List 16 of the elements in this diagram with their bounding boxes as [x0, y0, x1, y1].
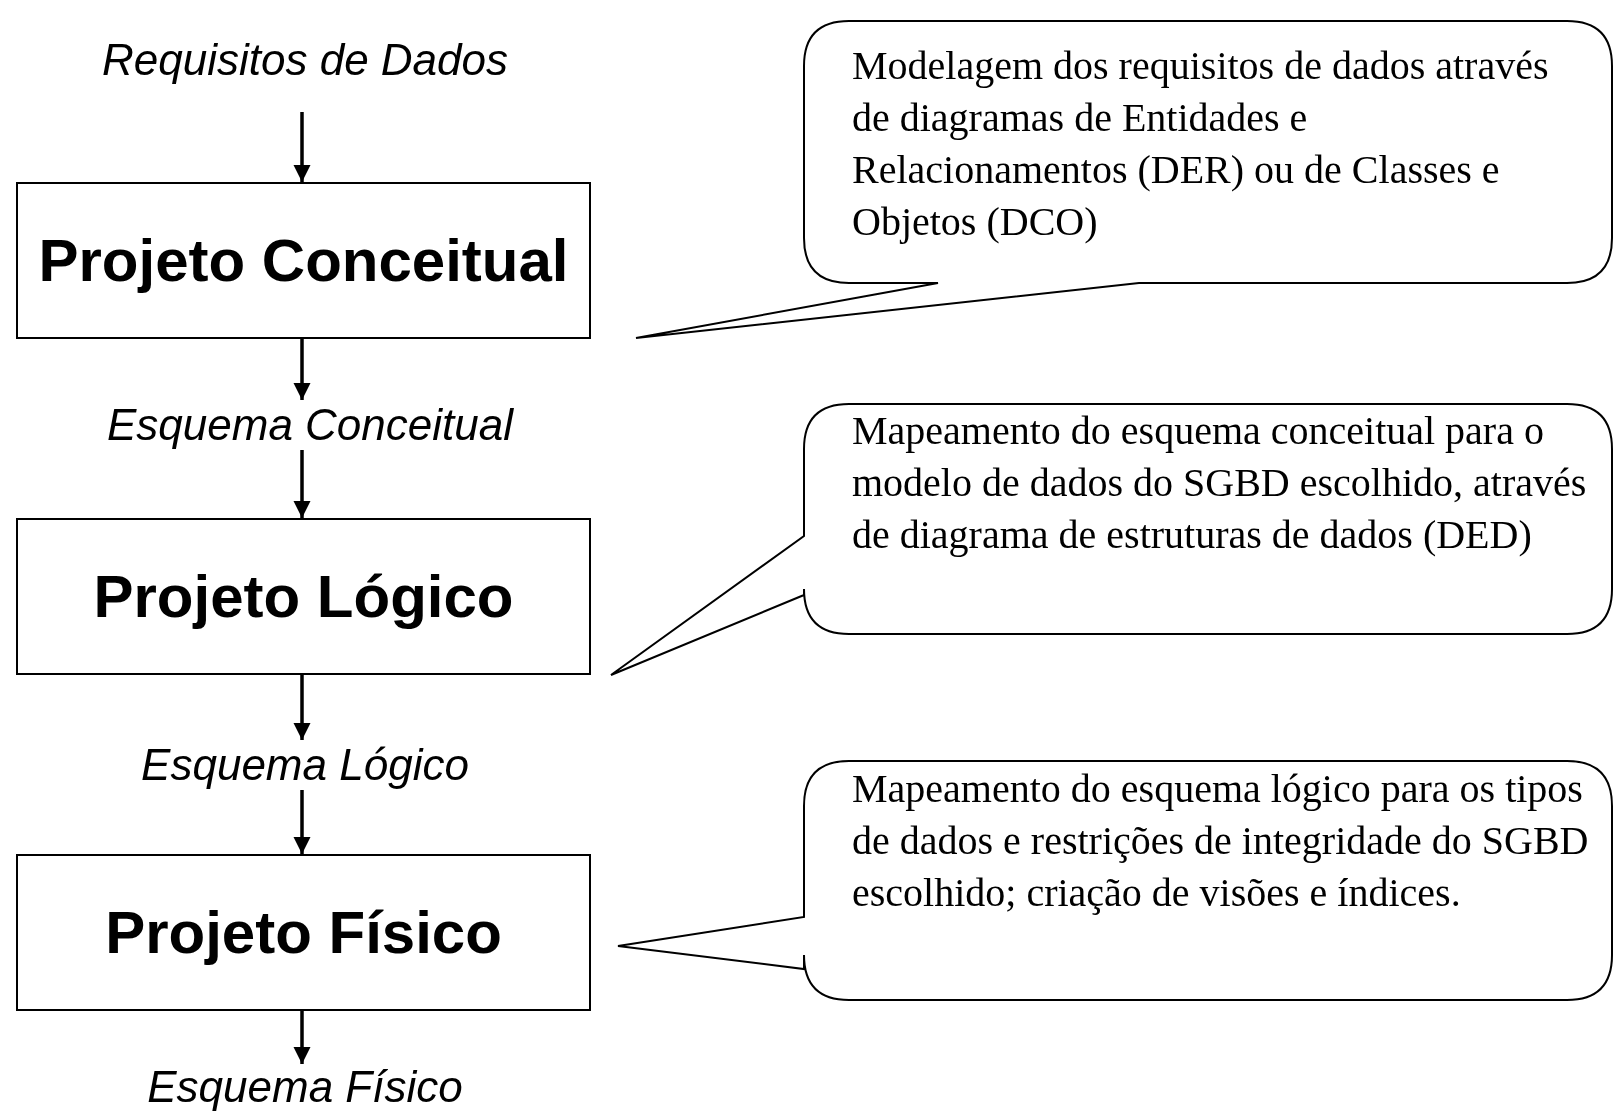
arrow: [293, 450, 311, 518]
arrow: [293, 790, 311, 854]
data-label: Esquema Lógico: [141, 738, 469, 791]
arrow: [293, 339, 311, 400]
data-label: Requisitos de Dados: [102, 33, 508, 86]
arrow: [293, 1011, 311, 1064]
process-box: Projeto Lógico: [16, 518, 591, 675]
data-label: Esquema Físico: [147, 1061, 463, 1111]
data-label: Esquema Conceitual: [107, 398, 513, 451]
process-box: Projeto Físico: [16, 854, 591, 1011]
process-box: Projeto Conceitual: [16, 182, 591, 339]
callout-text: Mapeamento do esquema lógico para os tipos de dados e restrições de integridade do SGBD escolhido; criação de visões e índices.: [852, 765, 1590, 917]
callout-text: Modelagem dos requisitos de dados através de diagramas de Entidades e Relacionamentos (DER) ou de Classes e Objetos (DCO): [852, 42, 1550, 246]
arrow: [293, 112, 311, 182]
callout-text: Mapeamento do esquema conceitual para o modelo de dados do SGBD escolhido, através de diagrama de estruturas de dados (DED): [852, 407, 1588, 559]
arrow: [293, 675, 311, 740]
